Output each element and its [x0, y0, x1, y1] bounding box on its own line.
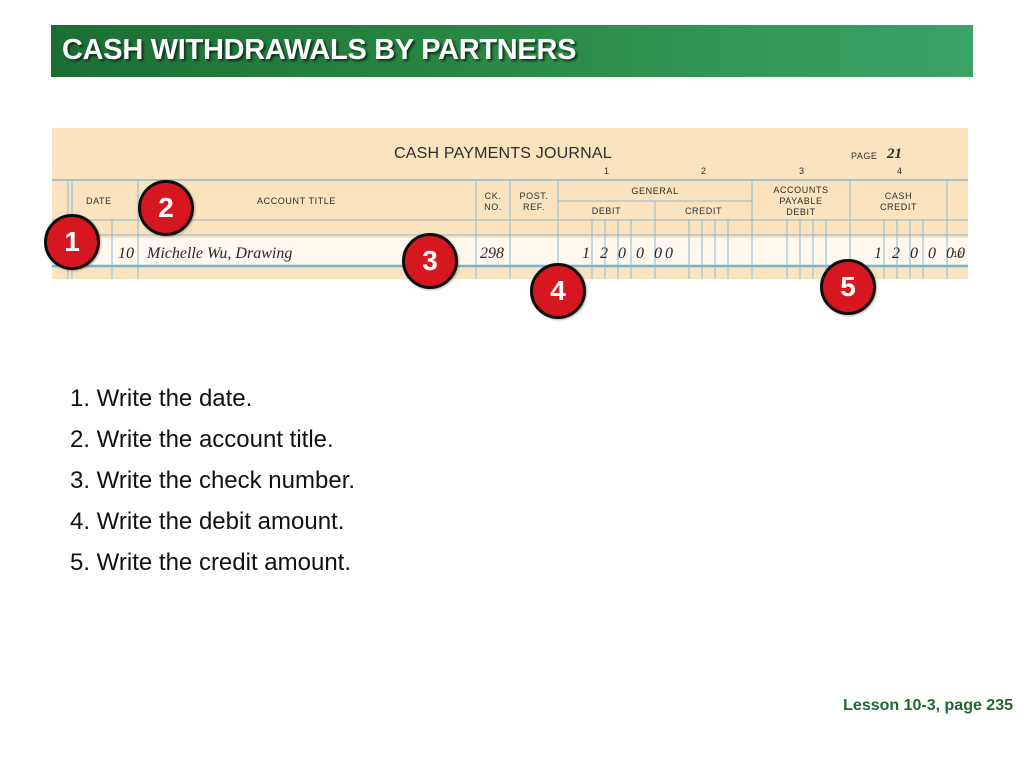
- column-number-1: 1: [604, 166, 610, 176]
- header-general-debit: DEBIT: [591, 206, 622, 216]
- header-accounts-payable-debit: ACCOUNTS PAYABLE DEBIT: [773, 185, 829, 217]
- entry-cash-credit: 1 2 0 0 00: [874, 245, 968, 262]
- step-1: 1. Write the date.: [70, 385, 253, 412]
- step-4: 4. Write the debit amount.: [70, 508, 345, 535]
- column-number-2: 2: [701, 166, 707, 176]
- step-2: 2. Write the account title.: [70, 426, 334, 453]
- entry-date: 10: [118, 245, 134, 262]
- journal-title: CASH PAYMENTS JOURNAL: [394, 145, 612, 162]
- slide-title: CASH WITHDRAWALS BY PARTNERS: [62, 34, 577, 66]
- entry-account-title: Michelle Wu, Drawing: [147, 245, 293, 262]
- entry-general-debit: 1 2 0 0 00: [582, 245, 676, 262]
- journal-page-label: PAGE: [851, 151, 878, 161]
- header-account-title: ACCOUNT TITLE: [257, 196, 336, 206]
- header-general-credit: CREDIT: [684, 206, 723, 216]
- header-ck-no: CK. NO.: [484, 191, 502, 212]
- cash-payments-journal: CASH PAYMENTS JOURNAL PAGE 21 1 2 3 4 DA…: [52, 128, 968, 279]
- header-general: GENERAL: [631, 186, 679, 196]
- callout-3: 3: [402, 233, 458, 289]
- steps-list: 1. Write the date. 2. Write the account …: [70, 382, 355, 587]
- slide-title-bar: CASH WITHDRAWALS BY PARTNERS: [51, 25, 973, 77]
- header-post-ref: POST. REF.: [519, 191, 549, 212]
- entry-check-number: 298: [480, 245, 504, 262]
- column-number-3: 3: [799, 166, 805, 176]
- callout-2: 2: [138, 180, 194, 236]
- entry-row-number: 12: [953, 250, 962, 259]
- step-5: 5. Write the credit amount.: [70, 549, 352, 576]
- callout-1: 1: [44, 214, 100, 270]
- callout-4: 4: [530, 263, 586, 319]
- column-number-4: 4: [897, 166, 903, 176]
- step-3: 3. Write the check number.: [70, 467, 356, 494]
- journal-page-number: 21: [887, 146, 902, 162]
- lesson-reference: Lesson 10-3, page 235: [843, 697, 1013, 714]
- header-cash-credit: CASH CREDIT: [879, 191, 918, 212]
- callout-5: 5: [820, 259, 876, 315]
- header-date: DATE: [86, 196, 112, 206]
